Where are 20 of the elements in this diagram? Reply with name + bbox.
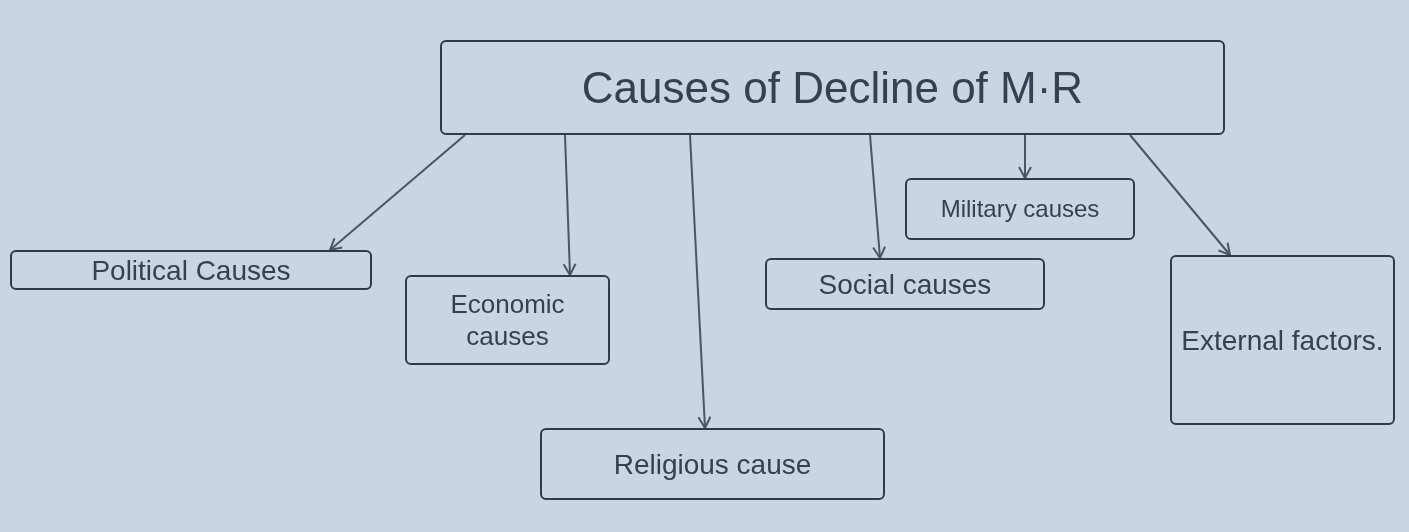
arrow [689, 134, 712, 429]
arrow [562, 134, 577, 276]
box-label: Economic causes [449, 287, 566, 353]
box-label: Social causes [818, 267, 992, 302]
box-label: Causes of Decline of M·R [581, 62, 1084, 114]
cause-box [440, 40, 1225, 135]
cause-box [10, 250, 372, 290]
cause-box [1170, 255, 1395, 425]
box-label: Military causes [940, 194, 1100, 224]
cause-box [540, 428, 885, 500]
cause-box [765, 258, 1045, 310]
cause-box [905, 178, 1135, 240]
box-label: External factors. [1181, 323, 1384, 358]
arrow [1129, 134, 1231, 256]
box-label: Political Causes [91, 253, 291, 288]
cause-box [405, 275, 610, 365]
arrow [869, 134, 887, 259]
arrow [329, 134, 466, 251]
box-label: Religious cause [613, 447, 812, 482]
arrow [1018, 134, 1032, 179]
